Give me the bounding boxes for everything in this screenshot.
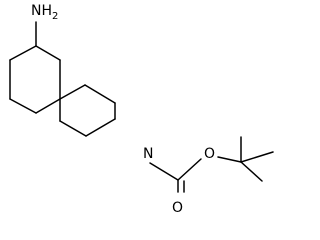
tert-butyl-group <box>240 136 274 182</box>
piperidine-ring <box>59 84 116 137</box>
carbonyl-double-bond <box>177 179 185 193</box>
ester-oxygen-label: O <box>204 146 215 162</box>
bond <box>177 158 202 181</box>
carbonyl-oxygen-label: O <box>172 200 183 216</box>
bond <box>59 120 87 137</box>
bond <box>35 98 61 114</box>
ring-nitrogen-label: N <box>143 146 153 162</box>
cyclohexane-ring <box>9 45 61 114</box>
bond <box>240 151 274 163</box>
bond <box>9 45 37 61</box>
bond <box>9 98 37 114</box>
amino-label: NH2 <box>31 3 58 22</box>
bond <box>217 156 242 163</box>
bond <box>35 45 61 61</box>
bond <box>149 162 179 181</box>
bond <box>84 84 116 104</box>
bond <box>59 84 86 100</box>
bond <box>85 118 116 137</box>
chemical-structure: NH2 N O O <box>9 3 274 216</box>
bond <box>240 161 263 182</box>
